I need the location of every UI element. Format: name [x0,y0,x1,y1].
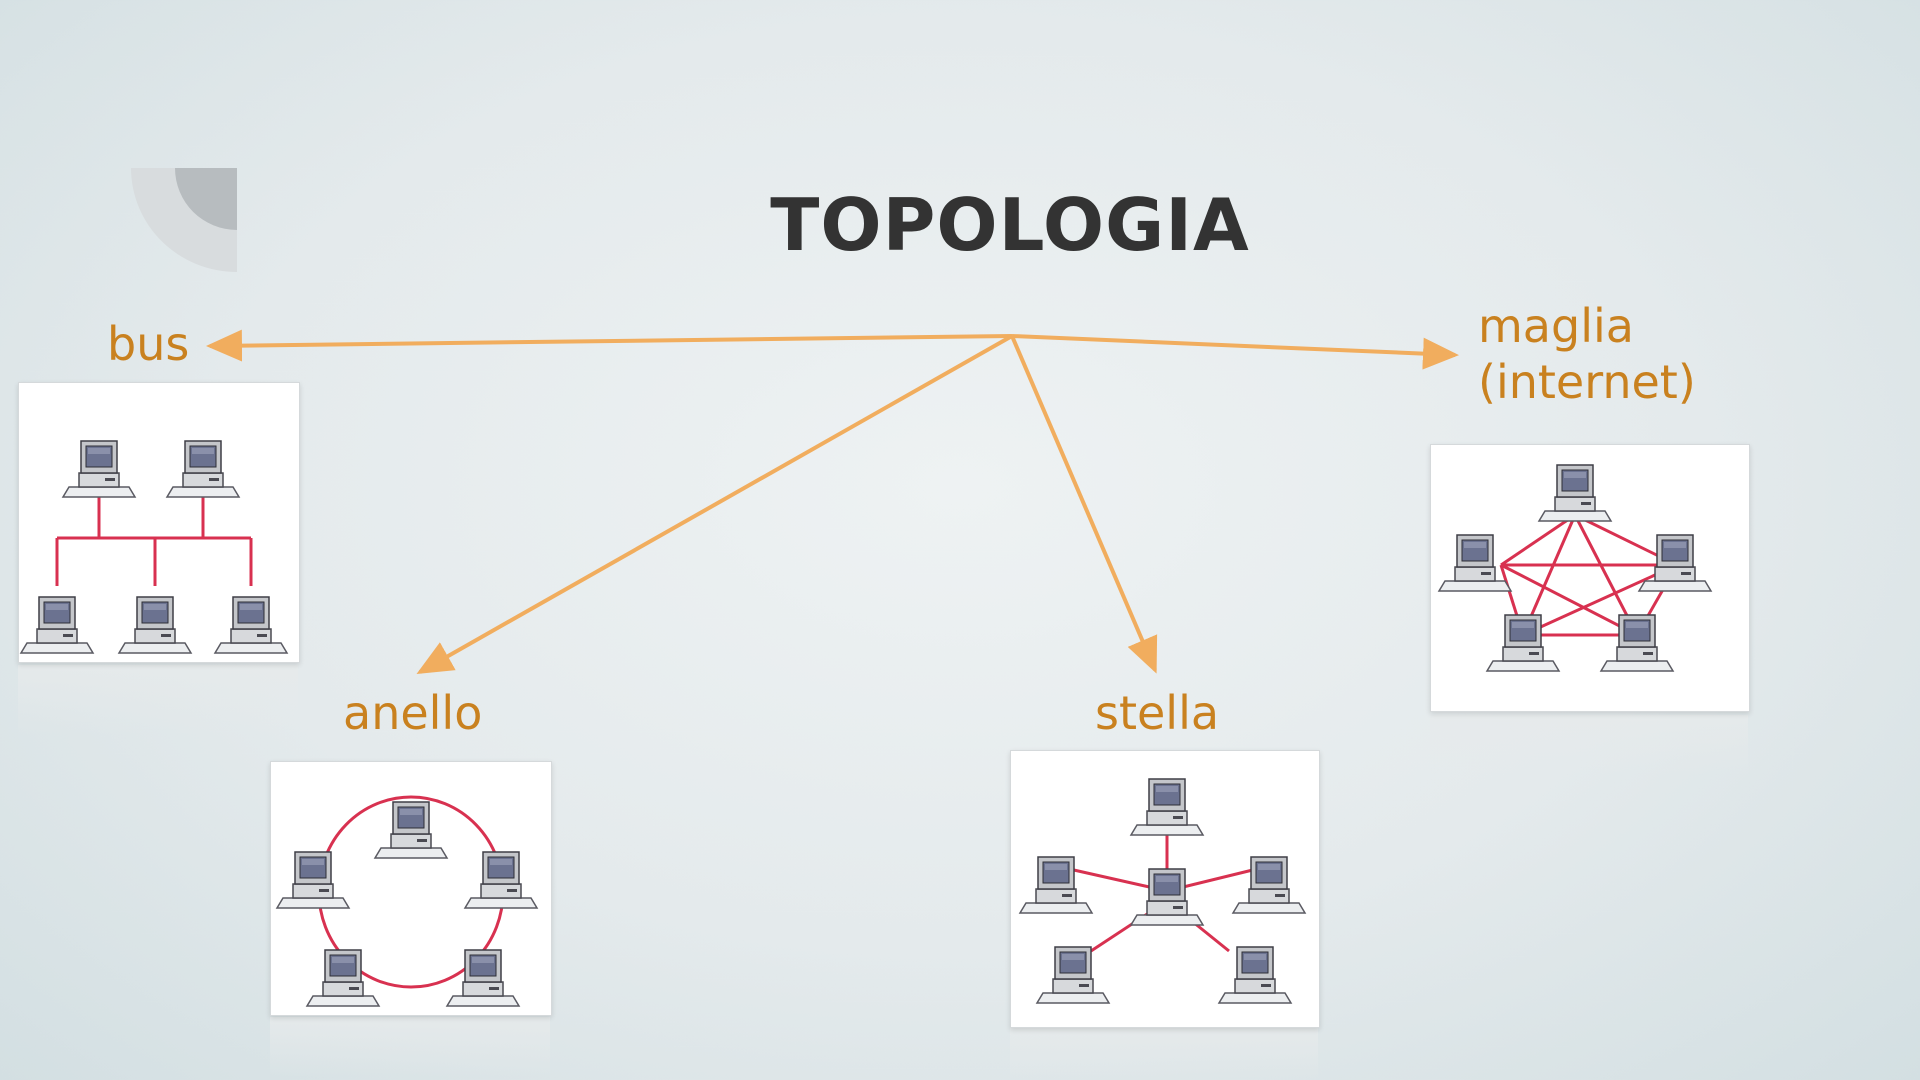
bus-topology-drawing [19,440,289,654]
computer-icon [19,596,95,654]
bus-topology-panel [18,382,300,663]
label-maglia: maglia (internet) [1478,298,1696,410]
mesh-topology-panel [1430,444,1750,712]
computer-icon [61,440,137,498]
stella-panel-reflection [1010,1028,1318,1080]
arrow-to-bus [206,329,1013,362]
computer-icon [373,801,449,859]
ring-topology-panel [270,761,552,1016]
label-maglia-line2: (internet) [1478,355,1696,409]
computer-icon [463,851,539,909]
bus-links [55,496,253,586]
computer-icon [213,596,289,654]
arrow-to-maglia [1011,334,1459,370]
label-anello: anello [343,686,483,740]
computer-icon [1637,534,1713,592]
computer-icon [165,440,241,498]
computer-icon [1537,464,1613,522]
arrow-to-stella [1010,335,1158,674]
mesh-topology-drawing [1437,464,1713,672]
anello-panel-reflection [270,1017,550,1077]
star-topology-panel [1010,750,1320,1028]
computer-icon [305,949,381,1007]
computer-icon [1035,946,1111,1004]
label-bus: bus [107,317,190,371]
star-topology-drawing [1018,778,1307,1004]
computer-icon [1129,868,1205,926]
label-stella: stella [1095,686,1220,740]
computer-icon [1599,614,1675,672]
computer-icon [1437,534,1513,592]
computer-icon [117,596,193,654]
maglia-panel-reflection [1430,715,1748,775]
arrow-to-anello [416,334,1013,674]
computer-icon [1129,778,1205,836]
label-maglia-line1: maglia [1478,299,1634,353]
computer-icon [1485,614,1561,672]
computer-icon [1217,946,1293,1004]
computer-icon [445,949,521,1007]
computer-icon [1231,856,1307,914]
computer-icon [1018,856,1094,914]
ring-topology-drawing [275,795,539,1007]
bus-panel-reflection [18,665,298,735]
computer-icon [275,851,351,909]
slide-title: TOPOLOGIA [770,183,1250,267]
corner-decoration [131,168,237,272]
